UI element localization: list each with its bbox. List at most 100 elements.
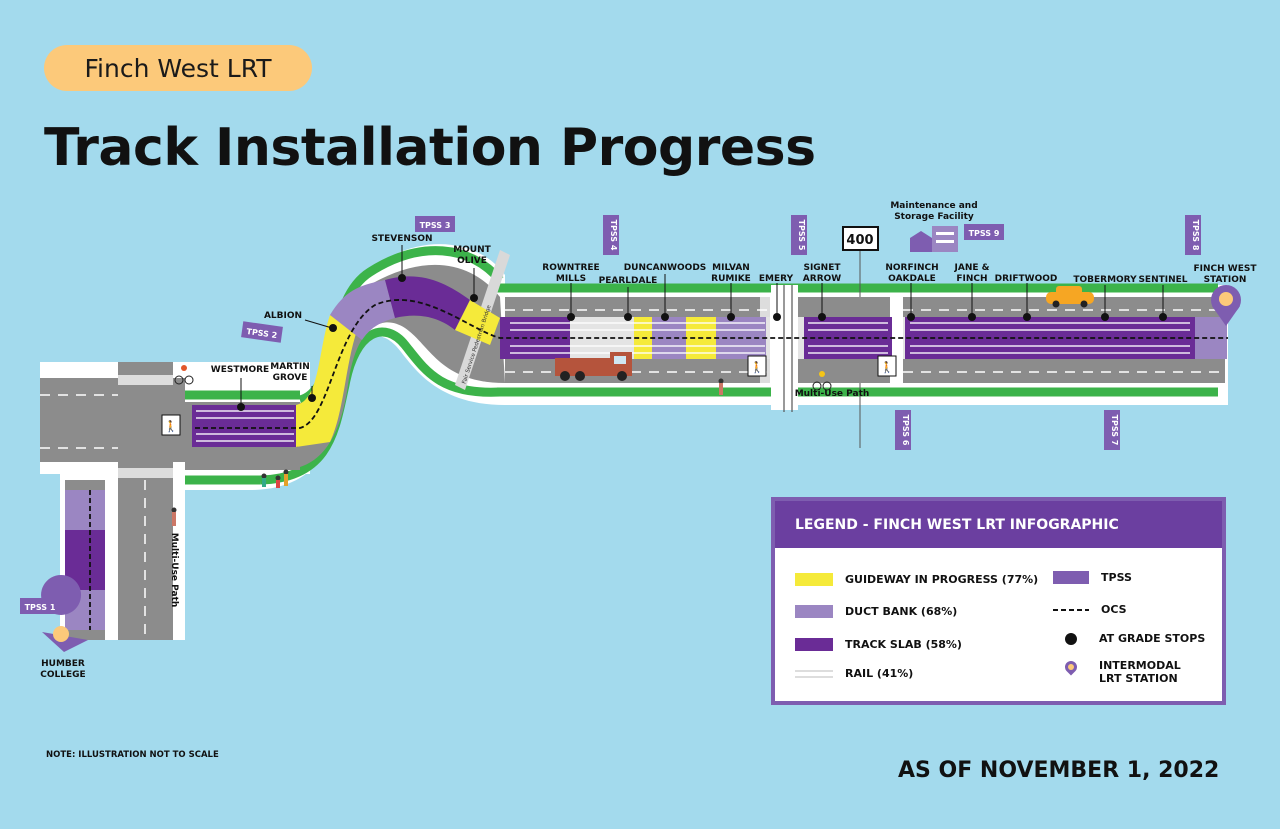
stop-label-martin-grove-2: GROVE — [273, 373, 308, 383]
ocs-swatch — [1053, 608, 1089, 611]
stop-dot-stevenson — [398, 274, 406, 282]
taxi-car-icon — [1046, 286, 1094, 308]
stop-dot-norfinch-oakdale — [907, 313, 915, 321]
duct-bank-segment — [330, 280, 395, 340]
station-label-finch-west-1: FINCH WEST — [1194, 264, 1258, 274]
maintenance-label-1: Maintenance and — [890, 201, 977, 211]
stop-label-jane-finch-1: JANE & — [954, 263, 990, 273]
labels: TPSS 1 TPSS 2 TPSS 3 TPSS 4 TPSS 5 TPSS … — [25, 201, 1258, 680]
tpss-swatch — [1053, 571, 1089, 584]
station-label-humber-college-2: COLLEGE — [40, 670, 85, 680]
legend-item-duct-bank: DUCT BANK (68%) — [795, 605, 957, 618]
legend-item-ocs: OCS — [1053, 603, 1127, 616]
stop-dot-westmore — [237, 403, 245, 411]
guideway-swatch — [795, 573, 833, 586]
tpss-markers — [20, 215, 1201, 614]
stop-dot-emery — [773, 313, 781, 321]
stop-label-westmore: WESTMORE — [211, 365, 269, 375]
svg-text:🚶: 🚶 — [880, 361, 894, 374]
station-pin-icon — [1211, 285, 1241, 326]
highway-400-shield-icon — [842, 226, 879, 251]
stop-dot-signet-arrow — [818, 313, 826, 321]
stop-label-tobermory: TOBERMORY — [1073, 275, 1137, 285]
stop-label-driftwood: DRIFTWOOD — [995, 274, 1058, 284]
stop-dots — [237, 274, 1167, 411]
track-slab-segment — [192, 405, 298, 447]
pedestrian-crossing-icon: 🚶 🚶 🚶 — [161, 355, 897, 436]
stop-label-martin-grove-1: MARTIN — [270, 362, 309, 372]
stop-dot-swatch — [1065, 632, 1077, 645]
legend-item-guideway: GUIDEWAY IN PROGRESS (77%) — [795, 573, 1038, 586]
legend-label-at-grade: AT GRADE STOPS — [1099, 632, 1206, 645]
tpss-7-label: TPSS 7 — [1110, 415, 1119, 446]
stop-label-milvan-rumike-1: MILVAN — [712, 263, 750, 273]
cyclist-icon — [174, 365, 832, 391]
stop-dot-milvan-rumike — [727, 313, 735, 321]
legend-item-at-grade: AT GRADE STOPS — [1065, 632, 1205, 645]
stop-label-signet-arrow-1: SIGNET — [803, 263, 841, 273]
at-grade-stops — [240, 245, 1164, 405]
stop-label-norfinch-oakdale-1: NORFINCH — [885, 263, 938, 273]
stop-dot-tobermory — [1101, 313, 1109, 321]
guideway-segment — [296, 315, 360, 447]
multi-use-path-label-h: Multi-Use Path — [795, 389, 870, 399]
stop-dot-albion — [329, 324, 337, 332]
svg-text:🚶: 🚶 — [750, 361, 764, 374]
stop-label-duncanwoods: DUNCANWOODS — [624, 263, 707, 273]
station-pin-icon — [1062, 658, 1080, 677]
track-slab-swatch — [795, 638, 833, 651]
stop-label-sentinel: SENTINEL — [1138, 275, 1187, 285]
legend-label-guideway: GUIDEWAY IN PROGRESS (77%) — [845, 573, 1039, 586]
page-title: Track Installation Progress — [44, 118, 816, 178]
stop-label-mount-olive-2: OLIVE — [457, 256, 487, 266]
legend-item-track-slab: TRACK SLAB (58%) — [795, 638, 962, 651]
legend-panel: LEGEND - FINCH WEST LRT INFOGRAPHIC GUID… — [771, 497, 1226, 705]
project-name: Finch West LRT — [84, 53, 272, 83]
stop-label-mount-olive-1: MOUNT — [453, 245, 491, 255]
pedestrians-icon — [171, 378, 724, 526]
stop-dot-duncanwoods — [661, 313, 669, 321]
tpss-2-label: TPSS 2 — [246, 327, 278, 340]
rail-swatch — [795, 669, 833, 678]
stop-dot-driftwood — [1023, 313, 1031, 321]
station-label-humber-college-1: HUMBER — [41, 659, 85, 669]
tpss-8-label: TPSS 8 — [1191, 220, 1200, 251]
stop-label-emery: EMERY — [759, 274, 794, 284]
stop-dot-pearldale — [624, 313, 632, 321]
tpss-6-label: TPSS 6 — [901, 415, 910, 446]
duct-bank-segment — [65, 490, 105, 530]
legend-label-intermodal-2: LRT STATION — [1099, 672, 1178, 685]
legend-item-intermodal: INTERMODAL LRT STATION — [1062, 658, 1181, 685]
tpss-5-label: TPSS 5 — [797, 220, 806, 251]
tpss-4-label: TPSS 4 — [609, 220, 618, 251]
multi-use-path-label-v: Multi-Use Path — [169, 533, 179, 608]
legend-label-ocs: OCS — [1101, 603, 1127, 616]
legend-label-tpss: TPSS — [1101, 571, 1132, 584]
ocs-line — [89, 299, 1228, 630]
scale-note: NOTE: ILLUSTRATION NOT TO SCALE — [46, 750, 219, 760]
track-slab-segment — [385, 276, 470, 330]
legend-title: LEGEND - FINCH WEST LRT INFOGRAPHIC — [775, 501, 1222, 548]
stop-label-rowntree-mills-1: ROWNTREE — [542, 263, 599, 273]
stop-dot-jane-finch — [968, 313, 976, 321]
svg-text:🚶: 🚶 — [164, 420, 178, 433]
stop-label-jane-finch-2: FINCH — [956, 274, 987, 284]
stop-dot-mount-olive — [470, 294, 478, 302]
stop-dot-rowntree-mills — [567, 313, 575, 321]
legend-label-duct-bank: DUCT BANK (68%) — [845, 605, 958, 618]
tpss-9-label: TPSS 9 — [969, 229, 1000, 238]
stop-label-pearldale: PEARLDALE — [599, 276, 658, 286]
project-name-pill: Finch West LRT — [44, 45, 312, 91]
duct-bank-swatch — [795, 605, 833, 618]
stop-label-stevenson: STEVENSON — [371, 234, 432, 244]
guideway-segment — [455, 300, 500, 345]
station-label-finch-west-2: STATION — [1204, 275, 1247, 285]
maintenance-facility-icon — [910, 226, 958, 252]
legend-item-rail: RAIL (41%) — [795, 667, 913, 680]
as-of-date: AS OF NOVEMBER 1, 2022 — [898, 758, 1220, 783]
stop-label-milvan-rumike-2: RUMIKE — [711, 274, 751, 284]
legend-label-rail: RAIL (41%) — [845, 667, 914, 680]
highway-400-label: 400 — [846, 233, 873, 248]
tpss-1-label: TPSS 1 — [25, 603, 56, 612]
